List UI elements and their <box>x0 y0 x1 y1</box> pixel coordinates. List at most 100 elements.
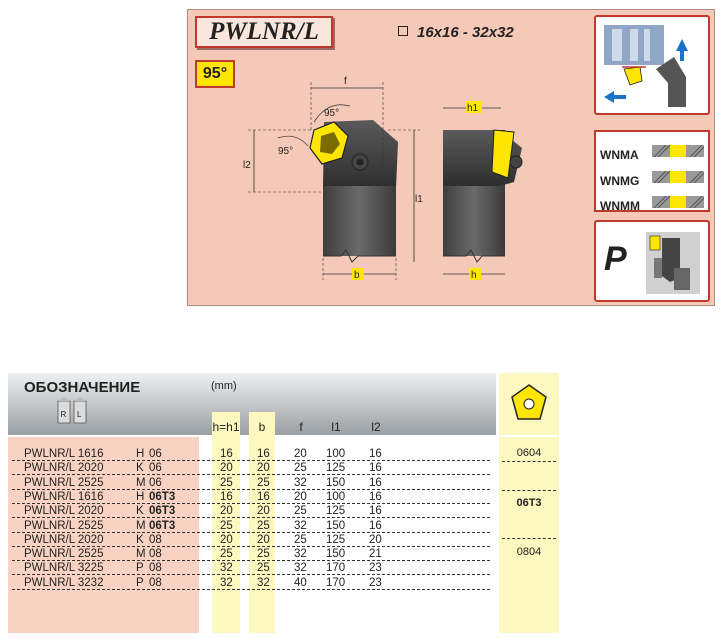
cell-l2: 16 <box>369 462 382 475</box>
cell-code: PWLNR/L 2020 <box>24 533 104 546</box>
cell-b: 25 <box>257 519 270 532</box>
dim-h1: h1 <box>467 103 479 114</box>
col-header-l2: l2 <box>371 420 381 434</box>
angle-left-label: 95° <box>278 146 293 157</box>
clamping-system-box: P <box>594 220 710 302</box>
cell-h: 20 <box>220 533 233 546</box>
cell-b: 32 <box>257 576 270 589</box>
cell-b: 25 <box>257 548 270 561</box>
cell-code: PWLNR/L 2525 <box>24 519 104 532</box>
angle-top-label: 95° <box>324 108 339 119</box>
cell-size: H <box>136 448 145 460</box>
insert-code: 0604 <box>516 447 542 459</box>
cell-b: 16 <box>257 490 270 503</box>
cell-ins: 08 <box>149 548 162 561</box>
cell-ins: 06 <box>149 448 162 460</box>
row-separator <box>12 488 490 490</box>
insert-type-wnmm: WNMM <box>600 199 640 213</box>
tool-holder-drawing: f 95° 95° l2 l1 b h1 <box>243 76 523 281</box>
operation-diagram <box>604 25 688 107</box>
side-view: h1 h <box>443 101 523 281</box>
trigon-insert-icon <box>511 384 547 420</box>
cell-f: 25 <box>294 533 307 546</box>
insert-code-separator <box>502 461 556 462</box>
insert-column-header <box>499 373 559 435</box>
cell-l1: 125 <box>326 505 346 518</box>
cell-size: M <box>136 476 146 489</box>
cell-ins: 06T3 <box>149 505 176 518</box>
cell-f: 20 <box>294 490 307 503</box>
angle-badge: 95° <box>195 60 235 88</box>
cell-code: PWLNR/L 2020 <box>24 505 104 518</box>
square-icon <box>398 26 408 36</box>
arrow-left-icon <box>604 91 614 103</box>
clamping-symbol: P <box>604 240 627 278</box>
row-separator <box>12 474 490 476</box>
column-headers: h=h1 b f l1 l2 <box>0 373 500 435</box>
dim-l2: l2 <box>243 160 251 171</box>
cell-f: 20 <box>294 448 307 460</box>
cell-code: PWLNR/L 2525 <box>24 476 104 489</box>
cell-b: 25 <box>257 562 270 575</box>
insert-code-separator <box>502 490 556 491</box>
cell-b: 25 <box>257 476 270 489</box>
operation-diagram-box <box>594 15 710 115</box>
cell-l1: 125 <box>326 533 346 546</box>
cell-l2: 23 <box>369 576 382 589</box>
catalog-panel: PWLNR/L 95° 16x16 - 32x32 <box>187 9 715 306</box>
cell-ins: 06T3 <box>149 490 176 503</box>
row-separator <box>12 517 490 519</box>
cell-b: 20 <box>257 462 270 475</box>
svg-text:L: L <box>77 410 82 419</box>
row-separator <box>12 502 490 504</box>
cell-h: 16 <box>220 448 233 460</box>
insert-types-box: WNMA WNMG WNMM <box>594 130 710 213</box>
hand-rl-icon: R L <box>57 397 87 424</box>
cell-l1: 125 <box>326 462 346 475</box>
cell-l2: 16 <box>369 519 382 532</box>
cell-h: 16 <box>220 490 233 503</box>
svg-text:R: R <box>61 410 67 419</box>
cell-ins: 08 <box>149 533 162 546</box>
cell-f: 32 <box>294 519 307 532</box>
cell-size: M <box>136 519 146 532</box>
insert-type-wnmg: WNMG <box>600 174 640 188</box>
row-separator <box>12 545 490 547</box>
cell-ins: 08 <box>149 576 162 589</box>
arrow-up-icon <box>676 39 688 51</box>
row-separator <box>12 588 490 590</box>
cell-h: 25 <box>220 476 233 489</box>
insert-code: 06T3 <box>516 497 542 509</box>
size-range: 16x16 - 32x32 <box>398 24 514 41</box>
cell-l1: 150 <box>326 476 346 489</box>
dim-l1: l1 <box>415 194 423 205</box>
cell-f: 32 <box>294 476 307 489</box>
front-view: f 95° 95° l2 l1 b <box>243 76 423 281</box>
cell-l1: 170 <box>326 562 346 575</box>
cell-l2: 23 <box>369 562 382 575</box>
cell-l1: 150 <box>326 548 346 561</box>
col-header-b: b <box>258 420 266 434</box>
cell-code: PWLNR/L 1616 <box>24 448 104 460</box>
cell-size: P <box>136 562 144 575</box>
cell-ins: 08 <box>149 562 162 575</box>
cell-size: K <box>136 462 144 475</box>
cell-f: 25 <box>294 505 307 518</box>
cell-size: K <box>136 505 144 518</box>
cell-code: PWLNR/L 2020 <box>24 462 104 475</box>
cell-code: PWLNR/L 3232 <box>24 576 104 589</box>
insert-code: 0804 <box>516 546 542 558</box>
cell-f: 32 <box>294 548 307 561</box>
col-header-l1: l1 <box>331 420 341 434</box>
cell-code: PWLNR/L 1616 <box>24 490 104 503</box>
cell-b: 20 <box>257 505 270 518</box>
cell-l2: 21 <box>369 548 382 561</box>
product-title-box: PWLNR/L <box>195 16 333 48</box>
dim-h: h <box>471 270 477 281</box>
wnmm-profile-icon <box>652 196 704 208</box>
b-column-highlight <box>249 412 275 633</box>
insert-code-separator <box>502 538 556 539</box>
